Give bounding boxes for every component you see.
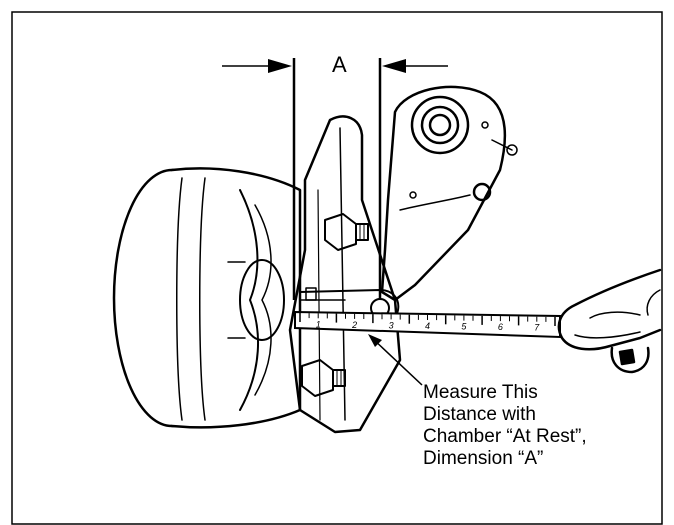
tape-scale-label: 2 [351, 320, 357, 330]
dimension-a: A [222, 52, 448, 300]
callout-line-1: Measure This [423, 382, 538, 403]
tape-scale-label: 6 [498, 322, 503, 332]
tape-scale-label: 1 [316, 319, 321, 329]
callout-leader [368, 334, 423, 386]
callout-line-2: Distance with [423, 404, 536, 425]
tape-scale-label: 4 [425, 321, 430, 331]
brake-chamber [112, 167, 302, 429]
hand [557, 268, 662, 374]
arrow-right-head [382, 59, 406, 73]
callout-line-4: Dimension “A” [423, 448, 543, 469]
callout-line-3: Chamber “At Rest”, [423, 426, 587, 447]
figure-border [11, 11, 663, 525]
slack-adjuster [380, 85, 518, 302]
upper-bolt [324, 213, 369, 251]
lower-bolt [301, 359, 346, 397]
arrow-left-head [268, 59, 292, 73]
measuring-tape: 1 2 3 4 5 6 7 [294, 310, 561, 339]
dimension-label: A [332, 52, 347, 77]
callout-text: Measure This Distance with Chamber “At R… [423, 382, 592, 469]
tape-ticks: 1 2 3 4 5 6 7 [299, 313, 556, 333]
tape-scale-label: 7 [534, 323, 540, 333]
tape-scale-label: 3 [389, 320, 394, 330]
tape-scale-label: 5 [461, 322, 467, 332]
